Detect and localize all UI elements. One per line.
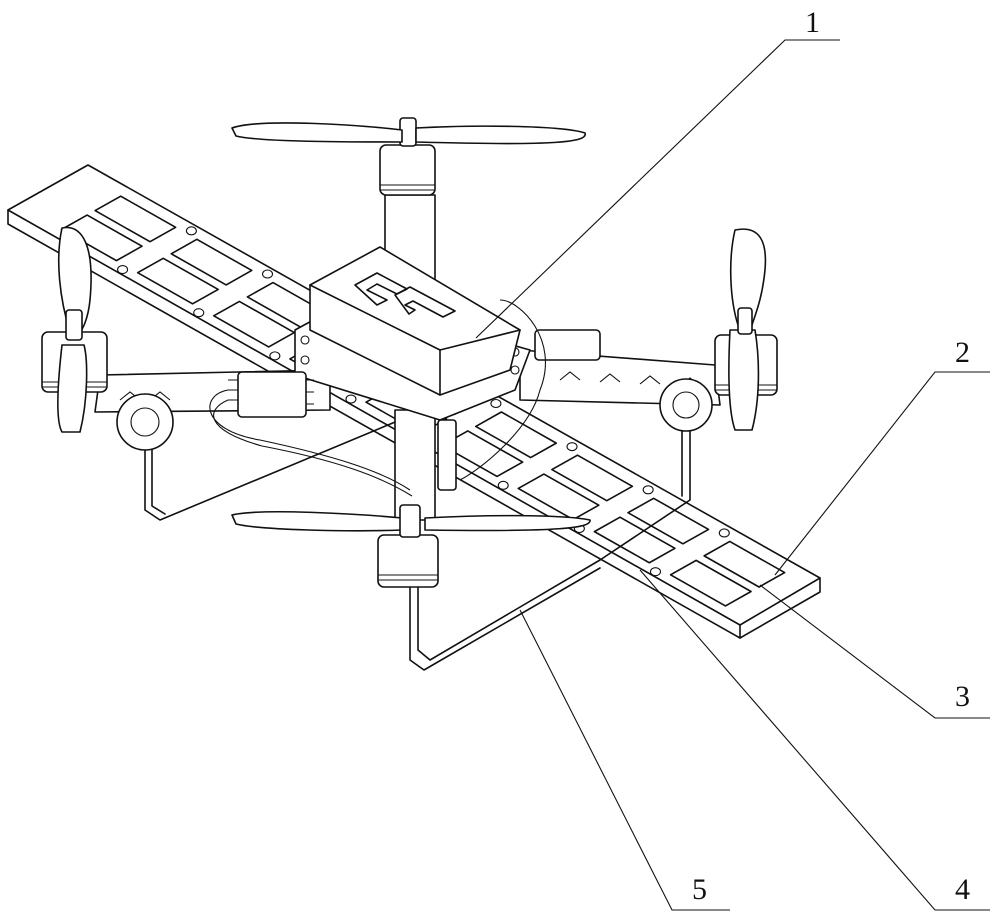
solar-cell [551,454,634,502]
mounting-hole [261,269,274,279]
solar-cell [60,214,143,262]
leader-line-2 [774,371,990,576]
leader-line-3 [759,584,990,719]
motor-left [41,226,108,433]
mounting-hole [185,226,197,236]
mounting-hole [649,567,662,577]
motor-bottom [231,504,591,588]
propeller-top [231,122,586,145]
gear-mount-left [116,393,174,451]
solar-cell [474,411,558,459]
solar-cell [94,195,177,243]
mounting-hole [490,398,502,409]
reference-label-5: 5 [692,873,707,906]
leader-lines [475,39,990,911]
solar-cell [170,238,253,286]
gear-mount-right [659,378,713,432]
solar-cell [441,430,524,478]
landing-gear [144,399,691,671]
leader-line-5 [519,609,730,911]
leader-line-4 [639,569,990,911]
mounting-hole [718,528,730,538]
solar-cell [517,473,600,521]
reference-label-4: 4 [955,873,970,906]
mounting-hole [345,394,357,404]
solar-cell [669,559,752,607]
reference-label-2: 2 [955,336,970,369]
logo-mark [354,272,408,306]
mounting-hole [497,480,509,490]
reference-label-1: 1 [805,6,820,39]
esc-right [459,299,601,481]
mounting-hole [193,308,205,318]
motor-right [714,228,778,431]
leader-line-1 [475,39,840,339]
mounting-hole [269,351,281,361]
mounting-hole [566,442,578,452]
solar-cell [593,516,676,564]
mounting-hole [642,485,654,495]
motor-top [379,117,436,196]
solar-cell [627,497,710,545]
solar-cell [703,540,786,588]
reference-label-3: 3 [955,680,970,713]
esc-left [209,371,413,497]
arm-front [394,409,436,521]
control-box [309,246,521,396]
mounting-hole [117,264,129,275]
solar-cell [136,257,219,305]
esc-front [437,419,457,491]
